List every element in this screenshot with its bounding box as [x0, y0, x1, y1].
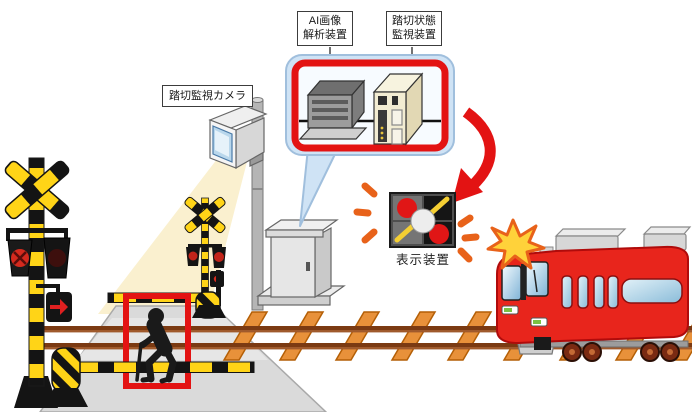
display-device-label: 表示装置: [396, 253, 451, 267]
red-curved-arrow-icon: [452, 107, 496, 203]
status-device-label-line1: 踏切状態: [392, 15, 436, 27]
status-device-label-line2: 監視装置: [392, 29, 436, 42]
monitoring-rack-icon: [372, 72, 424, 146]
crossbuck-signal-icon: [4, 157, 72, 408]
crossing-gate-icon: [44, 347, 255, 407]
camera-label-text: 踏切監視カメラ: [169, 90, 246, 102]
ai-analysis-computer-icon: [298, 79, 368, 140]
camera-label: 踏切監視カメラ: [162, 85, 253, 108]
status-device-label: 踏切状態 監視装置: [386, 11, 442, 46]
detection-box-icon: [123, 293, 191, 389]
ai-device-label-line1: AI画像: [308, 15, 342, 27]
surveillance-camera-icon: [208, 105, 268, 170]
alert-starburst-icon: [486, 218, 546, 270]
equipment-cabinet-icon: [256, 219, 346, 306]
pedestrian-icon: [135, 308, 177, 384]
camera-pole: [251, 97, 264, 311]
train-icon: [496, 226, 692, 362]
camera-light-cone: [98, 150, 248, 314]
railroad-track-icon: [40, 326, 692, 350]
ai-device-label-line2: 解析装置: [303, 29, 347, 42]
ai-device-label: AI画像 解析装置: [297, 11, 353, 46]
flash-dashes-icon: [353, 182, 480, 263]
display-device-icon: [389, 192, 456, 248]
callout-bubble-icon: [285, 54, 455, 227]
